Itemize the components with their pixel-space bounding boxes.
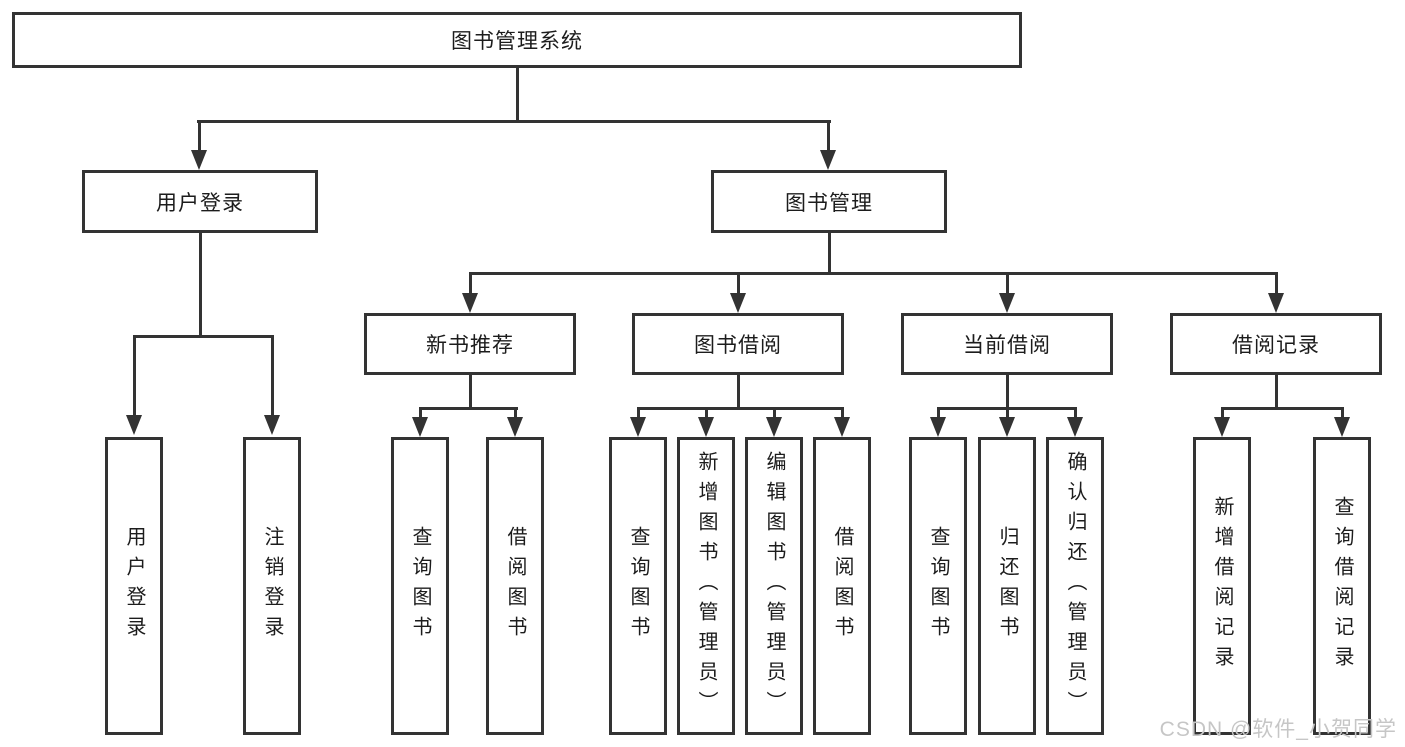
- leaf-label: 查询图书: [927, 526, 949, 646]
- leaf-label: 借阅图书: [504, 526, 526, 646]
- leaf-return-book: 归还图书: [978, 437, 1036, 735]
- connector-mgmt-branch: [469, 272, 1278, 275]
- node-borrow-record-label: 借阅记录: [1232, 334, 1320, 357]
- arrowhead-icon: [999, 417, 1015, 437]
- arrowhead-icon: [191, 150, 207, 170]
- arrowhead-icon: [698, 417, 714, 437]
- node-book-mgmt-label: 图书管理: [785, 191, 873, 215]
- connector-current-drop: [1006, 407, 1009, 417]
- connector-root-branch: [197, 120, 831, 123]
- arrowhead-icon: [820, 150, 836, 170]
- connector-mgmt-drop: [1006, 272, 1009, 294]
- leaf-borrow-book: 借阅图书: [813, 437, 871, 735]
- node-user-login-group: 用户登录: [82, 170, 318, 233]
- connector-current-drop: [937, 407, 940, 417]
- arrowhead-icon: [507, 417, 523, 437]
- leaf-query-book-rec: 查询图书: [391, 437, 449, 735]
- node-new-book-rec-label: 新书推荐: [426, 334, 514, 357]
- arrowhead-icon: [766, 417, 782, 437]
- connector-borrow-drop: [637, 407, 640, 417]
- arrowhead-icon: [999, 293, 1015, 313]
- connector-mgmt-drop: [469, 272, 472, 294]
- connector-mgmt-drop: [737, 272, 740, 294]
- leaf-query-book-current: 查询图书: [909, 437, 967, 735]
- arrowhead-icon: [630, 417, 646, 437]
- connector-borrow-drop: [705, 407, 708, 417]
- leaf-label: 新增借阅记录: [1211, 496, 1233, 676]
- connector-borrow-branch: [637, 407, 844, 410]
- node-current-borrow: 当前借阅: [901, 313, 1113, 375]
- leaf-label: 注销登录: [261, 526, 283, 646]
- connector-root-drop: [198, 120, 201, 152]
- node-new-book-rec: 新书推荐: [364, 313, 576, 375]
- connector-root-stem: [516, 68, 519, 122]
- node-book-borrow: 图书借阅: [632, 313, 844, 375]
- arrowhead-icon: [1334, 417, 1350, 437]
- leaf-add-borrow-record: 新增借阅记录: [1193, 437, 1251, 735]
- connector-login-stem: [199, 233, 202, 337]
- connector-record-drop: [1221, 407, 1224, 417]
- connector-borrow-stem: [737, 375, 740, 409]
- node-user-login-label: 用户登录: [156, 191, 244, 215]
- leaf-label: 归还图书: [996, 526, 1018, 646]
- leaf-label: 新增图书（管理员）: [695, 451, 717, 721]
- node-borrow-record: 借阅记录: [1170, 313, 1382, 375]
- leaf-label: 查询图书: [627, 526, 649, 646]
- connector-login-drop: [271, 335, 274, 417]
- connector-root-drop: [827, 120, 830, 152]
- connector-borrow-drop: [841, 407, 844, 417]
- connector-login-drop: [133, 335, 136, 417]
- leaf-label: 查询图书: [409, 526, 431, 646]
- leaf-query-book-borrow: 查询图书: [609, 437, 667, 735]
- arrowhead-icon: [930, 417, 946, 437]
- connector-borrow-drop: [773, 407, 776, 417]
- connector-record-branch: [1221, 407, 1344, 410]
- leaf-label: 查询借阅记录: [1331, 496, 1353, 676]
- leaf-label: 编辑图书（管理员）: [763, 451, 785, 721]
- node-root: 图书管理系统: [12, 12, 1022, 68]
- leaf-label: 借阅图书: [831, 526, 853, 646]
- connector-record-stem: [1275, 375, 1278, 409]
- connector-mgmt-drop: [1275, 272, 1278, 294]
- connector-rec-drop: [514, 407, 517, 417]
- arrowhead-icon: [412, 417, 428, 437]
- arrowhead-icon: [1067, 417, 1083, 437]
- leaf-logout: 注销登录: [243, 437, 301, 735]
- arrowhead-icon: [462, 293, 478, 313]
- leaf-borrow-book-rec: 借阅图书: [486, 437, 544, 735]
- csdn-watermark: CSDN @软件_小贺同学: [1159, 718, 1397, 741]
- connector-login-branch: [133, 335, 274, 338]
- connector-rec-stem: [469, 375, 472, 409]
- leaf-label: 确认归还（管理员）: [1064, 451, 1086, 721]
- connector-mgmt-stem: [828, 233, 831, 274]
- connector-rec-branch: [419, 407, 518, 410]
- leaf-confirm-return-admin: 确认归还（管理员）: [1046, 437, 1104, 735]
- node-book-mgmt: 图书管理: [711, 170, 947, 233]
- arrowhead-icon: [264, 415, 280, 435]
- node-book-borrow-label: 图书借阅: [694, 334, 782, 357]
- leaf-query-borrow-record: 查询借阅记录: [1313, 437, 1371, 735]
- leaf-user-login: 用户登录: [105, 437, 163, 735]
- leaf-label: 用户登录: [123, 526, 145, 646]
- arrowhead-icon: [126, 415, 142, 435]
- arrowhead-icon: [1214, 417, 1230, 437]
- connector-current-drop: [1074, 407, 1077, 417]
- node-root-label: 图书管理系统: [451, 30, 583, 53]
- arrowhead-icon: [1268, 293, 1284, 313]
- leaf-add-book-admin: 新增图书（管理员）: [677, 437, 735, 735]
- connector-rec-drop: [419, 407, 422, 417]
- node-current-borrow-label: 当前借阅: [963, 334, 1051, 357]
- connector-record-drop: [1341, 407, 1344, 417]
- arrowhead-icon: [730, 293, 746, 313]
- connector-current-stem: [1006, 375, 1009, 409]
- leaf-edit-book-admin: 编辑图书（管理员）: [745, 437, 803, 735]
- arrowhead-icon: [834, 417, 850, 437]
